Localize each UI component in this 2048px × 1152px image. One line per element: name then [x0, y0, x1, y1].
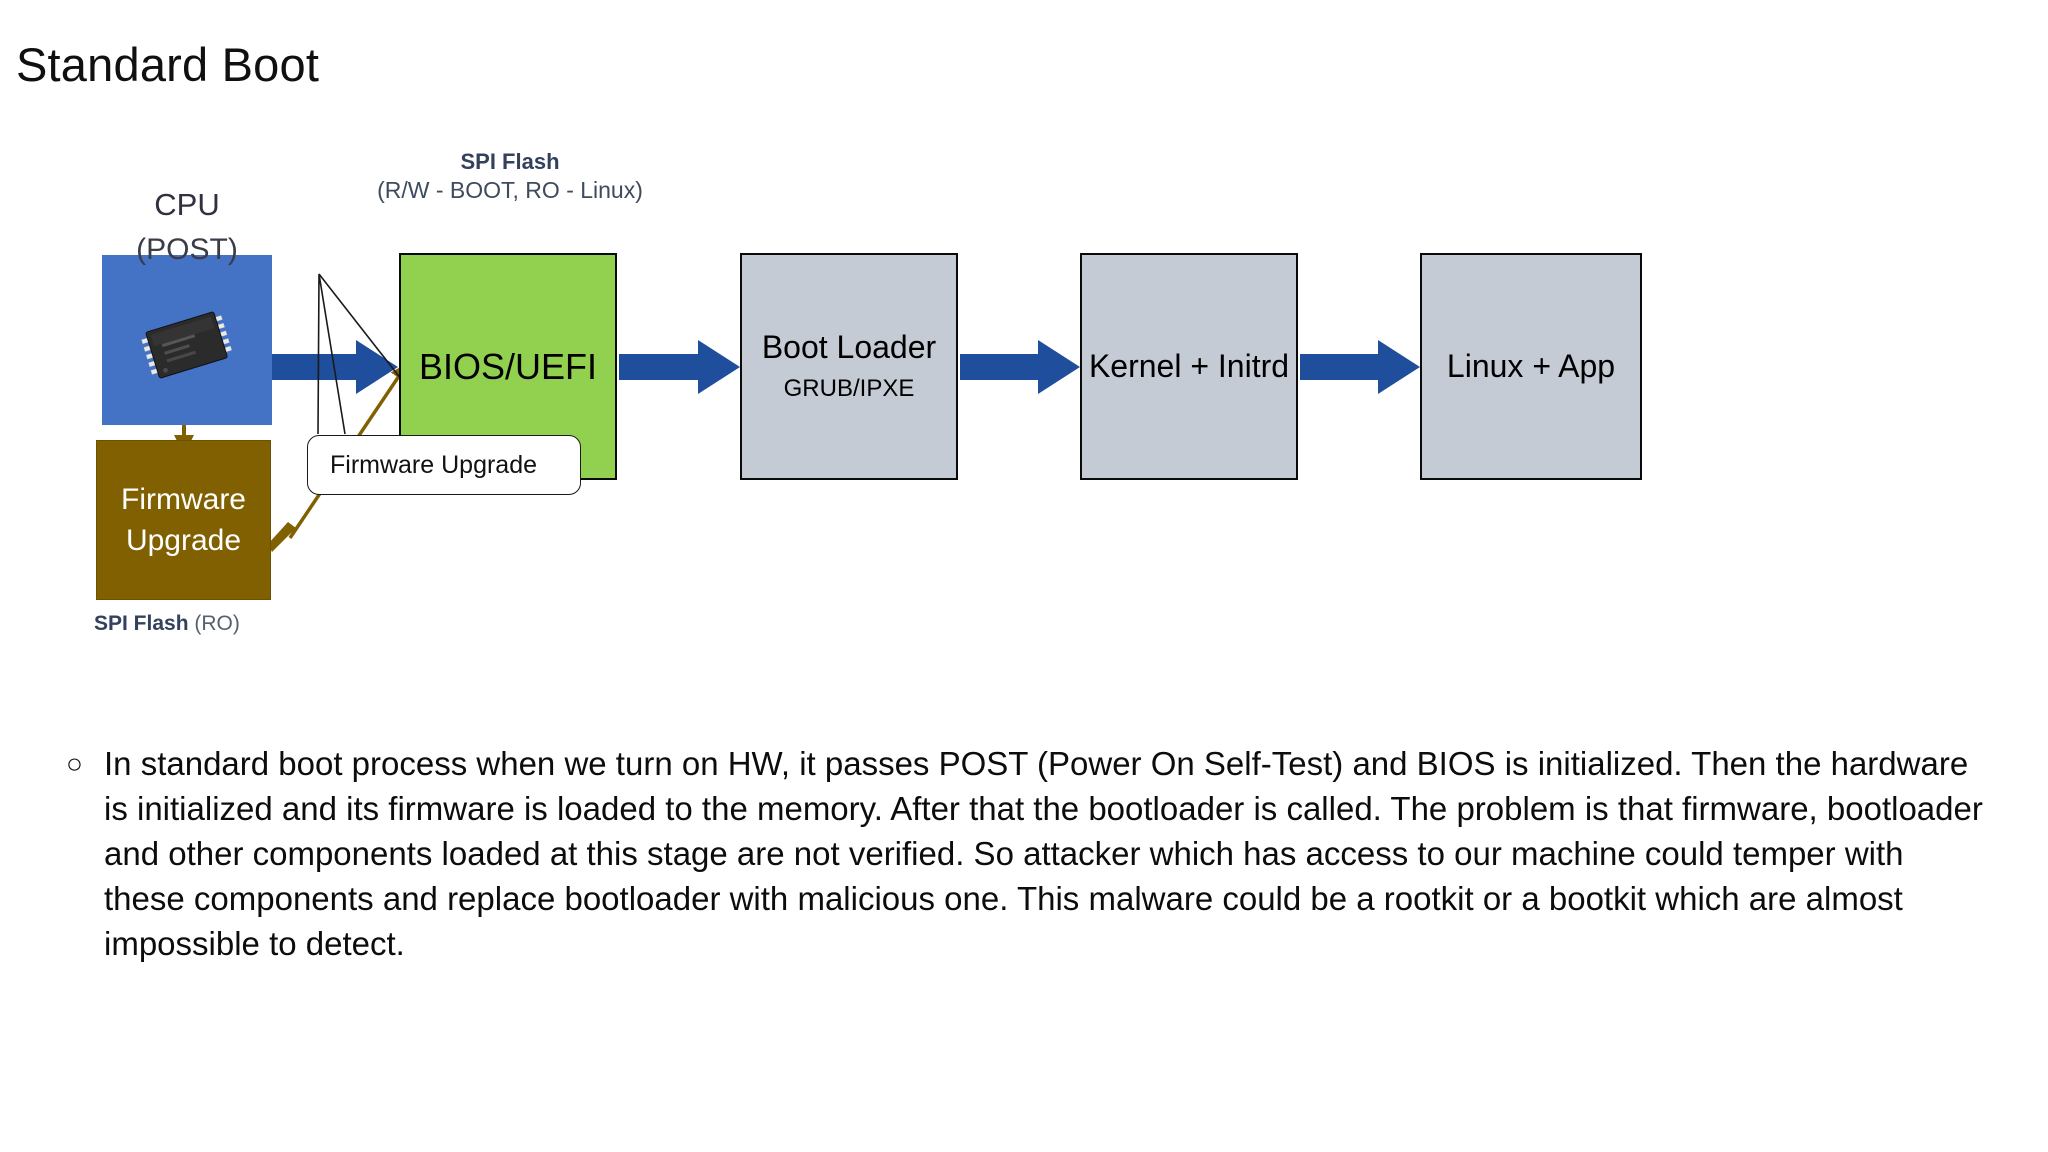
- arrow-bootloader-to-kernel: [960, 340, 1080, 394]
- spi-flash-top-label: SPI Flash (R/W - BOOT, RO - Linux): [330, 148, 690, 206]
- firmware-upgrade-block: Firmware Upgrade: [96, 440, 271, 600]
- bullet-marker: ○: [66, 748, 83, 779]
- boot-flow-diagram: CPU (POST): [0, 149, 2048, 720]
- arrow-cpu-to-bios: [272, 340, 398, 394]
- kernel-initrd-block: Kernel + Initrd: [1080, 253, 1298, 480]
- arrow-bios-to-bootloader: [619, 340, 740, 394]
- cpu-label: CPU: [154, 187, 220, 222]
- firmware-upgrade-callout: Firmware Upgrade: [307, 435, 581, 495]
- boot-loader-title: Boot Loader: [761, 328, 937, 365]
- arrow-kernel-to-linux: [1300, 340, 1420, 394]
- spi-flash-top-line1: SPI Flash: [460, 149, 560, 174]
- linux-app-title: Linux + App: [1446, 347, 1616, 384]
- bios-uefi-label: BIOS/UEFI: [418, 345, 598, 387]
- spi-flash-ro-rest: (RO): [188, 612, 240, 635]
- body-paragraph: In standard boot process when we turn on…: [104, 745, 1983, 962]
- page-title: Standard Boot: [16, 38, 320, 91]
- linux-app-block: Linux + App: [1420, 253, 1642, 480]
- spi-flash-ro-label: SPI Flash (RO): [94, 612, 240, 636]
- spi-flash-ro-bold: SPI Flash: [94, 612, 189, 635]
- firmware-upgrade-line1: Firmware: [121, 482, 246, 516]
- cpu-block: [102, 255, 272, 425]
- boot-loader-subtitle: GRUB/IPXE: [783, 375, 915, 403]
- spi-flash-top-line2: (R/W - BOOT, RO - Linux): [377, 177, 643, 204]
- firmware-upgrade-callout-text: Firmware Upgrade: [330, 450, 538, 479]
- kernel-initrd-title: Kernel + Initrd: [1088, 347, 1290, 384]
- firmware-upgrade-line2: Upgrade: [125, 524, 242, 557]
- arrow-firmware-to-bios-tail: [268, 522, 296, 552]
- body-bullet-item: ○ In standard boot process when we turn …: [66, 742, 1991, 966]
- boot-loader-block: Boot Loader GRUB/IPXE: [740, 253, 958, 480]
- diagram-connectors: [174, 273, 1420, 552]
